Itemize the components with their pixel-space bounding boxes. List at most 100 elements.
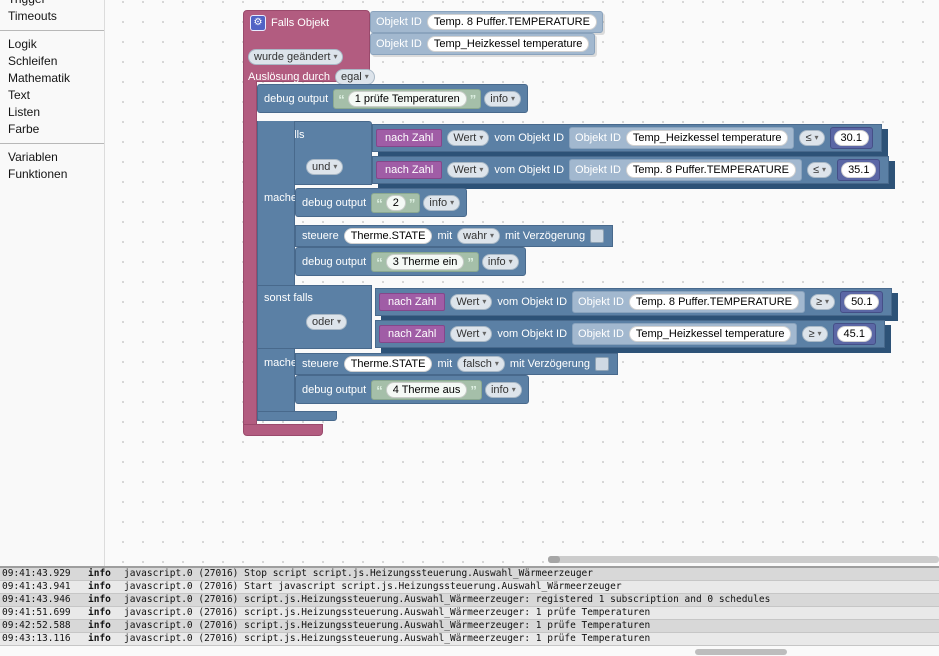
log-message: javascript.0 (27016) script.js.Heizungss…: [124, 594, 771, 605]
log-level: info: [88, 568, 111, 579]
sidebar-item-listen[interactable]: Listen: [8, 105, 41, 119]
value-attr-dropdown[interactable]: Wert▾: [450, 326, 493, 342]
delay-checkbox[interactable]: [590, 229, 605, 243]
quote-open-icon: “: [376, 195, 383, 211]
value-attr-dropdown[interactable]: Wert▾: [447, 162, 490, 178]
sidebar-item-mathematik[interactable]: Mathematik: [8, 71, 71, 85]
value-type-block[interactable]: nach Zahl: [379, 293, 446, 311]
from-object-id-label: vom Objekt ID: [494, 132, 565, 144]
debug-output-block[interactable]: debug output “ 3 Therme ein ” info▾: [295, 247, 526, 276]
object-id-field[interactable]: Temp. 8 Puffer.TEMPERATURE: [426, 14, 597, 30]
compare-op-dropdown[interactable]: ≥▾: [810, 294, 836, 310]
object-id-block[interactable]: Objekt ID Temp. 8 Puffer.TEMPERATURE: [572, 291, 805, 313]
log-message: javascript.0 (27016) script.js.Heizungss…: [124, 607, 651, 618]
debug-output-block[interactable]: debug output “ 2 ” info▾: [295, 188, 468, 217]
or-dropdown[interactable]: oder▾: [306, 314, 348, 330]
if-block-elseif-arm[interactable]: sonst falls oder▾: [257, 285, 372, 349]
log-message: javascript.0 (27016) Stop script script.…: [124, 568, 593, 579]
number-block[interactable]: 35.1: [837, 159, 881, 181]
sidebar-item-trigger[interactable]: Trigger: [0, 0, 104, 8]
value-type-block[interactable]: nach Zahl: [376, 129, 443, 147]
chevron-down-icon: ▾: [450, 198, 455, 207]
log-level-dropdown[interactable]: info▾: [484, 382, 522, 398]
if-block-foot[interactable]: [257, 411, 337, 421]
compare-block[interactable]: nach Zahl Wert▾ vom Objekt ID Objekt ID …: [375, 288, 893, 316]
boolean-value-dropdown[interactable]: falsch▾: [457, 356, 505, 372]
number-field[interactable]: 50.1: [844, 294, 880, 310]
sidebar-item-funktionen[interactable]: Funktionen: [8, 167, 68, 181]
object-id-block[interactable]: Objekt ID Temp_Heizkessel temperature: [572, 323, 798, 345]
number-block[interactable]: 45.1: [832, 323, 876, 345]
compare-block[interactable]: nach Zahl Wert▾ vom Objekt ID Objekt ID …: [375, 320, 885, 348]
value-type-block[interactable]: nach Zahl: [379, 325, 446, 343]
sidebar-item-schleifen[interactable]: Schleifen: [8, 54, 58, 68]
quote-close-icon: ”: [408, 195, 416, 211]
delay-label: mit Verzögerung: [509, 358, 591, 370]
log-horizontal-scrollbar-thumb[interactable]: [695, 649, 787, 655]
sidebar-item-timeouts[interactable]: Timeouts: [8, 9, 57, 23]
compare-op-dropdown[interactable]: ≤▾: [799, 130, 825, 146]
control-state-block[interactable]: steuere Therme.STATE mit falsch▾ mit Ver…: [295, 353, 619, 375]
text-block[interactable]: “ 1 prüfe Temperaturen ”: [333, 89, 482, 109]
and-dropdown[interactable]: und▾: [306, 159, 344, 175]
trigger-change-mode-dropdown[interactable]: wurde geändert▾: [248, 49, 344, 65]
if-block-spine[interactable]: mache mache: [257, 121, 297, 421]
compare-block[interactable]: nach Zahl Wert▾ vom Objekt ID Objekt ID …: [372, 156, 890, 184]
sidebar-item-variablen[interactable]: Variablen: [8, 150, 58, 164]
number-field[interactable]: 45.1: [836, 326, 872, 342]
text-block[interactable]: “ 2 ”: [371, 193, 421, 213]
debug-output-block[interactable]: debug output “ 1 prüfe Temperaturen ” in…: [257, 84, 529, 113]
control-oid-field[interactable]: Therme.STATE: [343, 356, 433, 372]
object-id-label: Objekt ID: [376, 16, 422, 28]
log-level-dropdown[interactable]: info▾: [484, 91, 522, 107]
sidebar-item-logik[interactable]: Logik: [8, 37, 37, 51]
log-timestamp: 09:42:52.588: [2, 620, 71, 631]
number-block[interactable]: 50.1: [840, 291, 884, 313]
value-attr-dropdown[interactable]: Wert▾: [450, 294, 493, 310]
text-field[interactable]: 1 prüfe Temperaturen: [347, 91, 467, 107]
value-type-block[interactable]: nach Zahl: [376, 161, 443, 179]
scrollbar-thumb[interactable]: [548, 556, 560, 563]
object-id-block[interactable]: Objekt ID Temp_Heizkessel temperature: [370, 33, 596, 55]
number-field[interactable]: 30.1: [833, 130, 869, 146]
number-field[interactable]: 35.1: [841, 162, 877, 178]
object-id-field[interactable]: Temp. 8 Puffer.TEMPERATURE: [628, 294, 799, 310]
text-field[interactable]: 3 Therme ein: [385, 254, 465, 270]
trigger-block-falls-objekt[interactable]: ⚙ Falls Objekt wurde geändert▾ Auslösung…: [243, 10, 375, 85]
blockly-workspace[interactable]: ⚙ Falls Objekt wurde geändert▾ Auslösung…: [105, 0, 939, 566]
sidebar-item-text[interactable]: Text: [8, 88, 31, 102]
object-id-field[interactable]: Temp_Heizkessel temperature: [426, 36, 590, 52]
object-id-field[interactable]: Temp_Heizkessel temperature: [625, 130, 789, 146]
object-id-label: Objekt ID: [376, 38, 422, 50]
object-id-field[interactable]: Temp. 8 Puffer.TEMPERATURE: [625, 162, 796, 178]
object-id-block[interactable]: Objekt ID Temp. 8 Puffer.TEMPERATURE: [370, 11, 603, 33]
compare-op-dropdown[interactable]: ≤▾: [807, 162, 833, 178]
debug-output-block[interactable]: debug output “ 4 Therme aus ” info▾: [295, 375, 529, 404]
control-state-block[interactable]: steuere Therme.STATE mit wahr▾ mit Verzö…: [295, 225, 614, 247]
compare-op-dropdown[interactable]: ≥▾: [802, 326, 828, 342]
object-id-block[interactable]: Objekt ID Temp. 8 Puffer.TEMPERATURE: [569, 159, 802, 181]
compare-block[interactable]: nach Zahl Wert▾ vom Objekt ID Objekt ID …: [372, 124, 882, 152]
object-id-field[interactable]: Temp_Heizkessel temperature: [628, 326, 792, 342]
text-field[interactable]: 2: [385, 195, 406, 211]
log-row: 09:41:51.699 info javascript.0 (27016) s…: [0, 607, 939, 620]
text-block[interactable]: “ 4 Therme aus ”: [371, 380, 482, 400]
log-level-dropdown[interactable]: info▾: [481, 254, 519, 270]
boolean-value-dropdown[interactable]: wahr▾: [457, 228, 501, 244]
workspace-horizontal-scrollbar[interactable]: [548, 556, 939, 563]
gear-icon[interactable]: ⚙: [250, 15, 266, 31]
value-attr-dropdown[interactable]: Wert▾: [447, 130, 490, 146]
trigger-block-foot[interactable]: [243, 424, 323, 436]
number-block[interactable]: 30.1: [829, 127, 873, 149]
delay-checkbox[interactable]: [595, 357, 610, 371]
object-id-block[interactable]: Objekt ID Temp_Heizkessel temperature: [569, 127, 795, 149]
control-oid-field[interactable]: Therme.STATE: [343, 228, 433, 244]
text-field[interactable]: 4 Therme aus: [385, 382, 468, 398]
trigger-by-dropdown[interactable]: egal▾: [334, 69, 375, 85]
log-level-dropdown[interactable]: info▾: [423, 195, 461, 211]
sidebar-item-farbe[interactable]: Farbe: [8, 122, 40, 136]
text-block[interactable]: “ 3 Therme ein ”: [371, 252, 479, 272]
log-message: javascript.0 (27016) Start javascript sc…: [124, 581, 622, 592]
trigger-block-spine[interactable]: [243, 81, 257, 425]
log-message: javascript.0 (27016) script.js.Heizungss…: [124, 620, 651, 631]
